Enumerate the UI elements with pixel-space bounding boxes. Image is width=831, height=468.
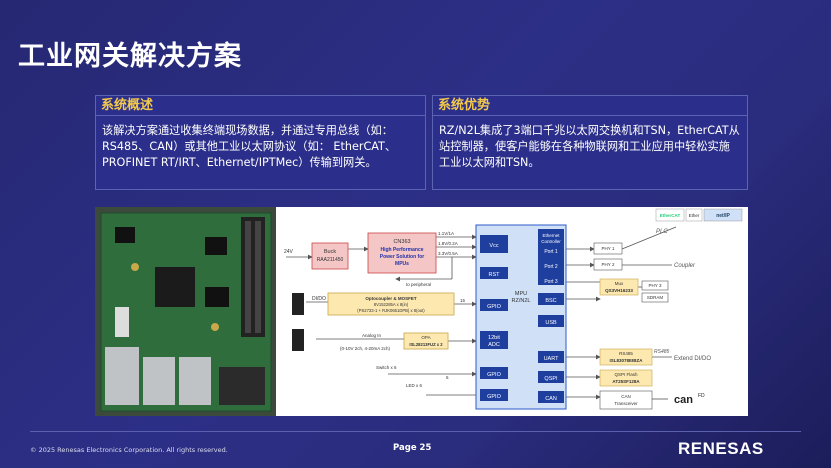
mpu-title: MPU <box>515 291 527 297</box>
extend-dido: Extend DI/DO <box>674 356 711 362</box>
eth-ctrl-2: Controller <box>541 239 561 244</box>
qspi-block: QSPI <box>544 376 558 382</box>
cn363-line3: MPUs <box>395 261 409 267</box>
switch-label: Switch x 6 <box>376 365 397 370</box>
opto-title: Optocoupler & MOSFET <box>365 296 417 301</box>
input-24v: 24V <box>284 249 294 255</box>
block-diagram: Buck RAA211450 24V CN363 High Performanc… <box>276 207 748 416</box>
opa-title: OPA <box>421 335 430 340</box>
port-2: Port 2 <box>544 264 558 270</box>
rail-2: 1.8V/0.2A <box>438 241 458 246</box>
qspi-flash-title: QSPI Flash <box>614 372 638 377</box>
mux-title: Mux <box>615 281 624 286</box>
mux-part: QS3VH16233 <box>605 288 633 293</box>
port-3: Port 3 <box>544 279 558 285</box>
opto-line1: 8V152285A x 8(in) <box>374 302 409 307</box>
qspi-flash-part: AT25SF128A <box>612 379 640 384</box>
gpio3-block: GPIO <box>487 394 501 400</box>
analog-in: Analog In <box>362 333 382 338</box>
opa-part: ISL28213FUZ x 2 <box>409 342 443 347</box>
rail-1: 1.1V/1A <box>438 231 454 236</box>
mpu-part: RZ/N2L <box>512 298 531 304</box>
page-number: Page 25 <box>393 443 432 453</box>
rs485-part: ISL83078EIBZA <box>609 358 643 363</box>
can-fd: FD <box>698 393 705 399</box>
rs485-label: RS485 <box>654 349 670 355</box>
buck-title: Buck <box>324 249 336 255</box>
can-tr-1: CAN <box>621 394 631 399</box>
overview-heading: 系统概述 <box>96 96 425 116</box>
cn363-line2: Power Solution for <box>380 254 424 260</box>
rail-3: 3.3V/0.5A <box>438 251 458 256</box>
copyright: © 2025 Renesas Electronics Corporation. … <box>30 446 228 454</box>
pcb-illustration <box>95 207 276 416</box>
to-peripheral: to peripheral <box>406 282 431 287</box>
dido-label: DI/DO <box>312 296 326 302</box>
renesas-logo: RENESAS <box>678 439 764 458</box>
can-logo: can <box>674 394 693 406</box>
eth-ctrl-1: Ethernet <box>542 233 560 238</box>
overview-card: 系统概述 该解决方案通过收集终端现场数据，并通过专用总线（如：RS485、CAN… <box>95 95 426 190</box>
sdram: SDRAM <box>647 295 664 300</box>
phy-1: PHY 1 <box>602 246 615 251</box>
usb-block: USB <box>545 320 557 326</box>
bsc-block: BSC <box>545 298 556 304</box>
ethernetip-logo: net/IP <box>716 213 730 219</box>
adc-line2: ADC <box>488 342 500 348</box>
uart-block: UART <box>544 356 560 362</box>
rs485-title: RS485 <box>619 351 633 356</box>
buck-part: RAA211450 <box>317 257 344 263</box>
block-diagram-svg: Buck RAA211450 24V CN363 High Performanc… <box>284 208 743 410</box>
ether-logo: Ether <box>689 213 700 218</box>
plc-label: PLC <box>656 229 668 235</box>
can-tr-2: Transceiver <box>614 401 638 406</box>
overview-body: 该解决方案通过收集终端现场数据，并通过专用总线（如：RS485、CAN）或其他工… <box>102 124 397 169</box>
footer-divider <box>30 431 801 432</box>
ethercat-logo: EtherCAT <box>660 213 681 218</box>
page-title: 工业网关解决方案 <box>18 41 242 72</box>
renesas-logo-text: RENESAS <box>678 439 764 458</box>
cn363-title: CN363 <box>393 239 410 245</box>
bus-15: 15 <box>460 298 466 303</box>
phy-3: PHY 3 <box>649 283 662 288</box>
opto-line2: (PS2733-1 + RJK0651DPB) x 8(out) <box>357 308 425 313</box>
port-1: Port 1 <box>544 249 558 255</box>
vcc-block: Vcc <box>489 243 498 249</box>
gpio2-block: GPIO <box>487 372 501 378</box>
board-photo <box>95 207 276 416</box>
coupler-label: Coupler <box>674 263 696 269</box>
phy-2: PHY 2 <box>602 262 615 267</box>
advantages-heading: 系统优势 <box>433 96 747 116</box>
adc-line1: 12bit <box>488 335 500 341</box>
can-block: CAN <box>545 396 557 402</box>
analog-range: (0-10V 2ch, 4-20mA 2ch) <box>340 346 391 351</box>
bus-6a: 6 <box>446 375 449 380</box>
gpio-block: GPIO <box>487 304 501 310</box>
led-label: LED x 6 <box>406 383 423 388</box>
advantages-body: RZ/N2L集成了3端口千兆以太网交换机和TSN，EtherCAT从站控制器，使… <box>439 124 740 169</box>
rst-block: RST <box>489 272 501 278</box>
advantages-card: 系统优势 RZ/N2L集成了3端口千兆以太网交换机和TSN，EtherCAT从站… <box>432 95 748 190</box>
cn363-line1: High Performance <box>380 247 423 253</box>
